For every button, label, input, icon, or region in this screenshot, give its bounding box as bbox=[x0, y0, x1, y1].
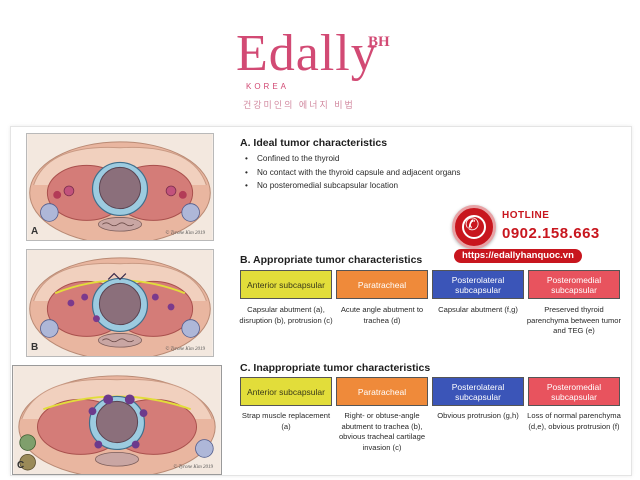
hotline-label: HOTLINE bbox=[502, 210, 550, 221]
category-anterior-subcapsular: Anterior subcapsular bbox=[240, 377, 332, 406]
category-description: Preserved thyroid parenchyma between tum… bbox=[526, 305, 622, 335]
phone-icon[interactable]: ✆ bbox=[452, 205, 496, 249]
neck-cross-section-a bbox=[27, 134, 213, 240]
category-posteromedial-subcapsular: Posteromedial subcapsular bbox=[528, 377, 620, 406]
hotline-banner[interactable]: ✆ HOTLINE 0902.158.663 bbox=[452, 205, 618, 263]
category-posterolateral-subcapsular: Posterolateral subcapsular bbox=[432, 377, 524, 406]
illustrator-signature: © Tyrone Kim 2019 bbox=[165, 231, 206, 236]
category-posteromedial-subcapsular: Posteromedial subcapsular bbox=[528, 270, 620, 299]
anatomy-illustration-a: A © Tyrone Kim 2019 bbox=[26, 133, 214, 241]
logo-wordmark: Edally bbox=[236, 25, 378, 82]
anatomy-illustration-b: B © Tyrone Kim 2019 bbox=[26, 249, 214, 357]
panel-letter-b: B bbox=[31, 342, 39, 353]
category-description: Acute angle abutment to trachea (d) bbox=[340, 305, 424, 325]
anatomy-illustration-c: C © Tyrone Kim 2019 bbox=[12, 365, 222, 475]
website-link[interactable]: https://edallyhanquoc.vn bbox=[454, 249, 582, 263]
neck-cross-section-c bbox=[13, 366, 221, 474]
phone-glyph: ✆ bbox=[465, 215, 480, 235]
category-description: Capsular abutment (a), disruption (b), p… bbox=[239, 305, 333, 325]
category-description: Loss of normal parenchyma (d,e), obvious… bbox=[527, 411, 621, 431]
category-description: Strap muscle replacement (a) bbox=[241, 411, 331, 431]
section-c-title: C. Inappropriate tumor characteristics bbox=[240, 362, 431, 374]
bullet-item: Confined to the thyroid bbox=[245, 152, 460, 166]
category-paratracheal: Paratracheal bbox=[336, 270, 428, 299]
section-a-bullet-list: Confined to the thyroid No contact with … bbox=[245, 152, 460, 193]
category-description: Obvious protrusion (g,h) bbox=[437, 411, 519, 420]
brand-logo: Edally BH KOREA 건강미인의 에너지 비법 bbox=[0, 0, 640, 120]
category-description: Capsular abutment (f,g) bbox=[438, 305, 518, 314]
category-posterolateral-subcapsular: Posterolateral subcapsular bbox=[432, 270, 524, 299]
logo-tagline: 건강미인의 에너지 비법 bbox=[243, 100, 355, 110]
bullet-item: No posteromedial subcapsular location bbox=[245, 179, 460, 193]
logo-superscript: BH bbox=[368, 34, 390, 50]
illustrator-signature: © Tyrone Kim 2019 bbox=[173, 465, 214, 470]
section-a-title: A. Ideal tumor characteristics bbox=[240, 137, 388, 149]
bullet-item: No contact with the thyroid capsule and … bbox=[245, 166, 460, 180]
neck-cross-section-b bbox=[27, 250, 213, 356]
hotline-number[interactable]: 0902.158.663 bbox=[502, 225, 600, 242]
panel-letter-a: A bbox=[31, 226, 39, 237]
illustrator-signature: © Tyrone Kim 2019 bbox=[165, 347, 206, 352]
category-anterior-subcapsular: Anterior subcapsular bbox=[240, 270, 332, 299]
category-paratracheal: Paratracheal bbox=[336, 377, 428, 406]
logo-subtitle: KOREA bbox=[246, 82, 290, 91]
phone-ring bbox=[462, 215, 486, 239]
category-description: Right- or obtuse-angle abutment to trach… bbox=[338, 411, 426, 452]
panel-letter-c: C bbox=[17, 460, 25, 471]
section-b-title: B. Appropriate tumor characteristics bbox=[240, 254, 423, 266]
